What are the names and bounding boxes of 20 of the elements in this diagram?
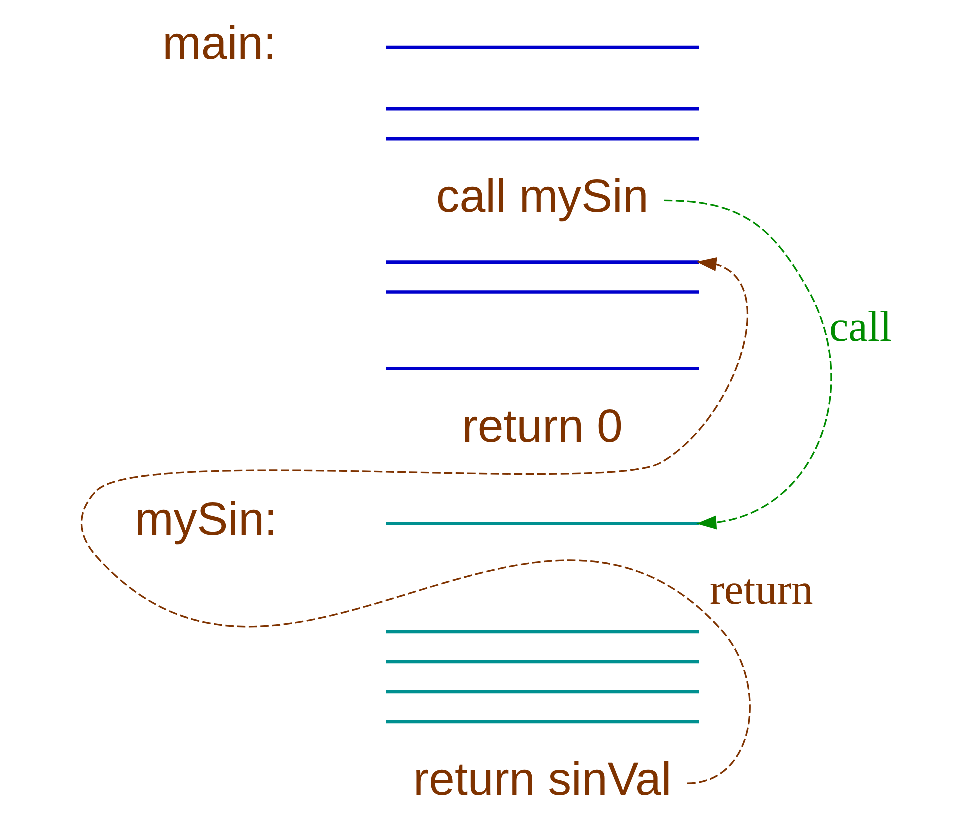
node-bar	[386, 290, 700, 294]
node-bar	[386, 46, 700, 50]
node-bar	[386, 720, 700, 724]
node-text: return sinVal	[414, 753, 672, 806]
node-text: call mySin	[436, 170, 649, 222]
arrow	[664, 200, 832, 530]
arrow	[81, 258, 751, 784]
node-bar	[386, 107, 700, 111]
edge-label: return	[710, 566, 814, 614]
label: mySin:	[135, 493, 278, 546]
edge-label: call	[829, 303, 892, 352]
node-bar	[386, 630, 700, 634]
label: main:	[162, 16, 277, 69]
node-bar	[386, 367, 700, 371]
node-bar	[386, 260, 700, 264]
node-bar	[386, 522, 700, 526]
node-text: return 0	[462, 400, 623, 452]
node-bar	[386, 660, 700, 664]
node-bar	[386, 690, 700, 694]
node-bar	[386, 137, 700, 141]
